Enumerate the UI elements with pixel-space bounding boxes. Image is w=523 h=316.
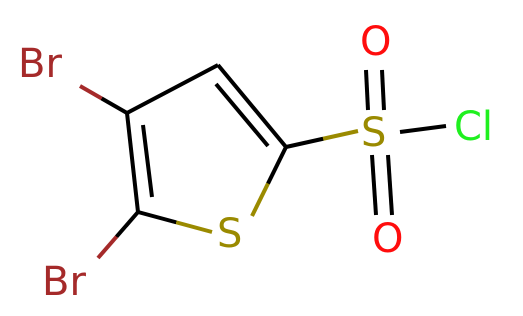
atom-s-sulfonyl: S — [361, 110, 386, 156]
bond-c2-c3-outer — [125, 112, 140, 213]
bond-s-o-top-b — [380, 69, 386, 111]
bond-c4-c5-inner — [214, 82, 270, 148]
bond-c4-c5-outer — [216, 63, 288, 149]
bonds — [79, 63, 447, 260]
bond-s-o-top-a — [364, 69, 370, 111]
bond-s-cl — [399, 124, 447, 134]
bond-s-ring-c2 — [137, 210, 213, 234]
bond-s-o-bottom-a — [370, 154, 378, 216]
bond-c2-br2 — [96, 210, 140, 260]
bond-c5-s-sulfonyl — [285, 129, 359, 149]
bond-s-o-bottom-b — [386, 154, 394, 216]
atom-o-top: O — [360, 19, 391, 65]
atom-o-bottom: O — [372, 216, 403, 262]
bond-c3-br1 — [79, 84, 128, 115]
atom-br-bottom: Br — [42, 259, 86, 305]
bond-c3-c4 — [126, 63, 219, 115]
atom-cl: Cl — [454, 104, 493, 150]
bond-c5-s-ring — [250, 146, 288, 217]
atom-br-top: Br — [18, 41, 62, 87]
atom-labels: Br Br S S O O Cl — [18, 19, 493, 305]
atom-s-ring: S — [217, 211, 242, 257]
bond-c2-c3-inner — [141, 124, 154, 198]
